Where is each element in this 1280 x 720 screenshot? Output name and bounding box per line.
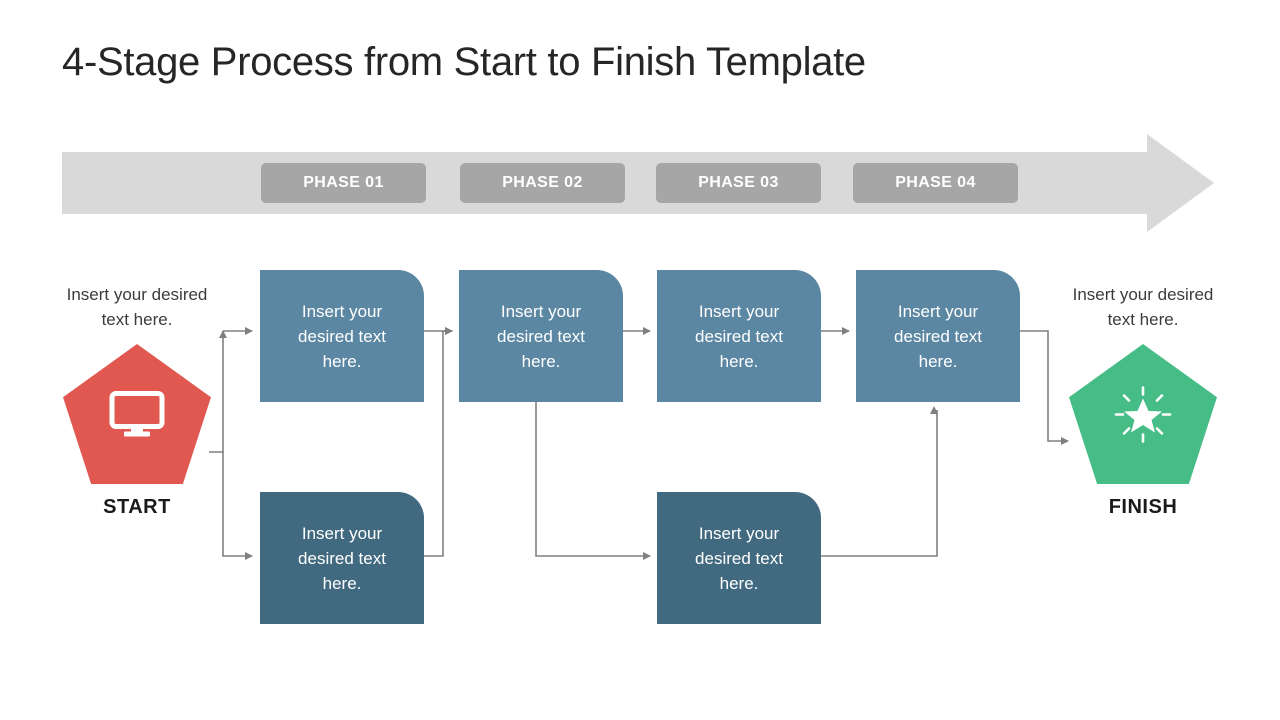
finish-label: FINISH [1108,496,1178,518]
phase-timeline-arrow: PHASE 01 PHASE 02 PHASE 03 PHASE 04 [62,134,1214,232]
connector-top2-to-bottom3 [535,402,651,560]
process-box-bottom-1[interactable]: Insert your desired text here. [260,492,424,624]
start-pentagon-wrap[interactable] [63,344,211,484]
start-label: START [103,496,171,518]
process-box-bottom-2[interactable]: Insert your desired text here. [657,492,821,624]
connector-bottom3-to-top4 [821,406,938,557]
monitor-icon [109,390,165,443]
phase-chip-04[interactable]: PHASE 04 [853,163,1018,203]
start-endpoint-group: Insert your desired text here. START [37,282,237,519]
process-box-top-2[interactable]: Insert your desired text here. [459,270,623,402]
finish-pentagon-wrap[interactable] [1069,344,1217,484]
sparkle-star-icon [1114,385,1172,448]
phase-band-arrowhead [1147,134,1214,232]
process-box-text: Insert your desired text here. [695,523,783,593]
phase-chip-02[interactable]: PHASE 02 [460,163,625,203]
connector-bottom1-to-top2 [424,327,453,557]
process-box-text: Insert your desired text here. [298,301,386,371]
process-box-top-4[interactable]: Insert your desired text here. [856,270,1020,402]
process-box-text: Insert your desired text here. [298,523,386,593]
process-box-text: Insert your desired text here. [695,301,783,371]
page-title: 4-Stage Process from Start to Finish Tem… [62,40,866,84]
phase-chip-01[interactable]: PHASE 01 [261,163,426,203]
start-caption: Insert your desired text here. [66,285,208,329]
process-box-top-3[interactable]: Insert your desired text here. [657,270,821,402]
phase-chip-03[interactable]: PHASE 03 [656,163,821,203]
process-box-text: Insert your desired text here. [894,301,982,371]
finish-caption: Insert your desired text here. [1072,285,1214,329]
process-box-top-1[interactable]: Insert your desired text here. [260,270,424,402]
process-box-text: Insert your desired text here. [497,301,585,371]
finish-endpoint-group: Insert your desired text here. FINISH [1043,282,1243,519]
